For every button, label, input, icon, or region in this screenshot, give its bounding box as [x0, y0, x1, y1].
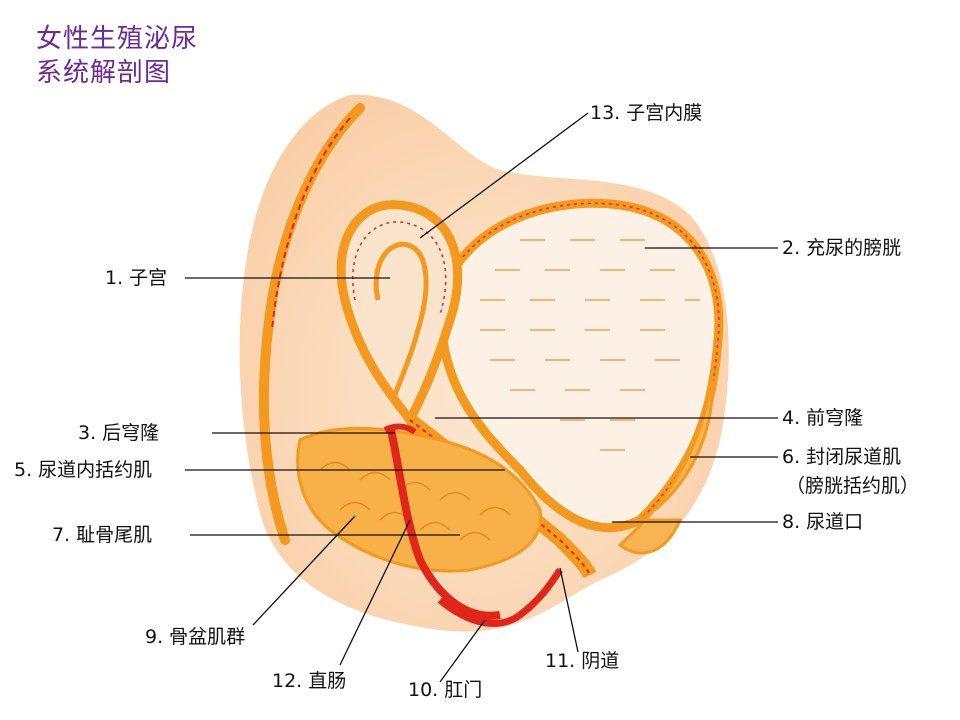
title-line-2: 系统解剖图	[36, 58, 172, 88]
uterus	[336, 200, 463, 429]
title-line-1: 女性生殖泌尿	[36, 24, 199, 54]
label-urethral-opening: 8. 尿道口	[782, 511, 864, 533]
leader-lines	[185, 112, 778, 683]
label-closing-urethral-muscle: 6. 封闭尿道肌	[782, 446, 902, 468]
label-endometrium: 13. 子宫内膜	[590, 102, 703, 124]
label-uterus: 1. 子宫	[105, 267, 168, 289]
rectum	[386, 424, 501, 620]
label-anus: 10. 肛门	[408, 679, 483, 701]
posterior-wall	[258, 103, 365, 545]
anus	[437, 568, 563, 627]
diagram-title: 女性生殖泌尿 系统解剖图	[36, 22, 198, 90]
urethral-sphincter-muscle	[617, 379, 714, 555]
label-posterior-fornix: 3. 后穹隆	[78, 422, 160, 444]
label-bladder-sphincter: （膀胱括约肌）	[786, 475, 920, 497]
label-rectum: 12. 直肠	[272, 670, 347, 692]
label-pubococcygeus: 7. 耻骨尾肌	[52, 524, 153, 546]
label-bladder: 2. 充尿的膀胱	[782, 237, 902, 259]
label-pelvic-muscles: 9. 骨盆肌群	[145, 626, 246, 648]
label-anterior-fornix: 4. 前穹隆	[782, 407, 864, 429]
label-vagina: 11. 阴道	[545, 650, 620, 672]
endometrium	[373, 241, 429, 396]
label-internal-urethral-sphincter: 5. 尿道内括约肌	[14, 459, 153, 481]
